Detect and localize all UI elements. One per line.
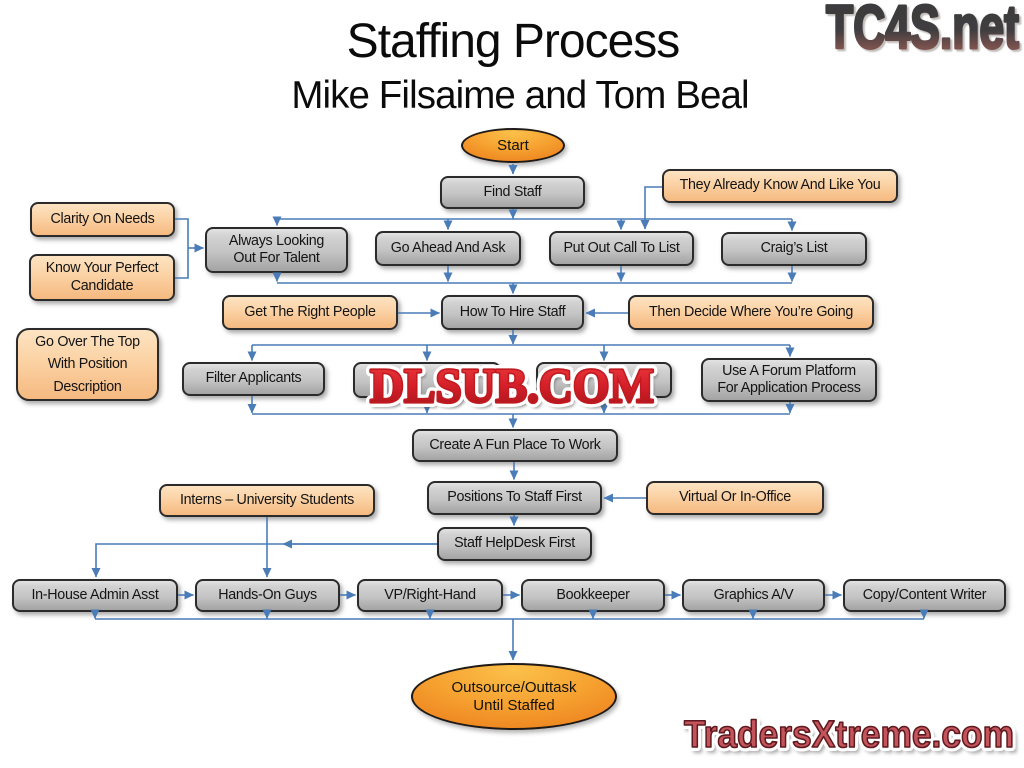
svg-text:DLSUB.COM: DLSUB.COM <box>370 358 654 410</box>
svg-text:TC4S.net: TC4S.net <box>826 2 1019 61</box>
svg-text:DLSUB.COM: DLSUB.COM <box>373 362 657 410</box>
svg-text:TradersXtreme.com: TradersXtreme.com <box>684 714 1014 756</box>
svg-text:DLSUB.COM: DLSUB.COM <box>370 358 654 410</box>
svg-text:TradersXtreme.com: TradersXtreme.com <box>687 718 1017 760</box>
svg-text:TradersXtreme.com: TradersXtreme.com <box>684 714 1014 756</box>
